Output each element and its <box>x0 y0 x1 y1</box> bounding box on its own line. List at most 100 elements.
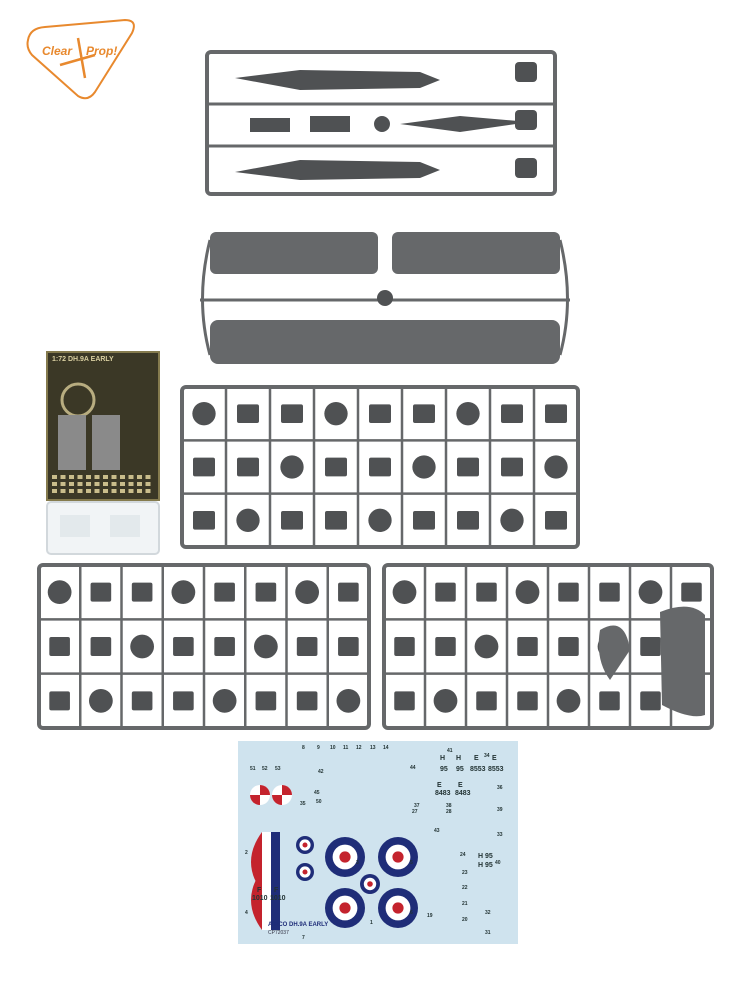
decal-number: 45 <box>314 790 320 796</box>
roundel-decal <box>302 842 308 848</box>
upper-wing-right <box>392 232 560 274</box>
fuselage-half <box>235 160 440 180</box>
sprue-c-part <box>237 404 259 423</box>
decal-number: 40 <box>495 860 501 866</box>
sprue-d-part <box>131 582 153 602</box>
sprue-c-part <box>325 457 347 477</box>
pe-small-part <box>145 489 151 493</box>
sprue-d-part <box>131 691 153 711</box>
sprue-e-part <box>638 580 663 605</box>
decal-number: 41 <box>447 748 453 754</box>
sprue-d-part <box>173 636 194 657</box>
sprue-c-part <box>325 511 347 530</box>
decal-number: 37 <box>414 803 420 809</box>
serial-decal: E <box>437 782 442 789</box>
sprue-e-part <box>394 691 415 711</box>
sprue-c-part <box>193 511 215 530</box>
sprue-d-part <box>214 582 235 602</box>
pe-small-part <box>120 489 125 493</box>
serial-decal: E <box>474 755 479 762</box>
sprue-c-part <box>236 508 260 532</box>
decal-number: 13 <box>370 745 376 751</box>
windscreen-part <box>110 515 140 537</box>
sprue-d-part <box>173 691 194 711</box>
pe-small-part <box>86 489 91 493</box>
fuselage-part <box>400 116 530 132</box>
pe-small-part <box>77 482 83 486</box>
serial-decal: F <box>274 887 279 894</box>
roundel-decal <box>392 902 404 914</box>
pe-small-part <box>69 489 74 493</box>
sprue-e-part <box>476 691 497 711</box>
decal-number: 24 <box>460 852 466 858</box>
serial-decal: H 95 <box>478 853 493 860</box>
decal-number: 44 <box>410 765 416 771</box>
serial-decal: E <box>492 755 497 762</box>
checker-decal <box>282 785 292 795</box>
roundel-decal <box>339 851 351 863</box>
sprue-e-part <box>681 582 702 602</box>
sprue-c-frame <box>180 385 580 549</box>
pe-small-part <box>145 475 151 479</box>
pe-small-part <box>60 482 66 486</box>
decal-number: 34 <box>484 753 490 759</box>
sprue-d-part <box>212 688 237 713</box>
pe-small-part <box>60 475 66 479</box>
decal-number: 12 <box>356 745 362 751</box>
fuselage-part <box>250 118 290 132</box>
decal-number: 10 <box>330 745 336 751</box>
decal-number: 4 <box>245 910 248 916</box>
sprue-d-part <box>338 636 359 657</box>
sprue-d-part <box>296 636 318 657</box>
sprue-e-part <box>599 691 620 711</box>
decal-number: 7 <box>302 935 305 941</box>
pe-small-part <box>137 475 142 479</box>
pe-small-part <box>77 475 83 479</box>
checker-decal <box>260 785 270 795</box>
decal-number: 50 <box>316 799 322 805</box>
pe-small-part <box>94 489 100 493</box>
logo-propeller <box>76 37 87 79</box>
serial-decal: H 95 <box>478 862 493 869</box>
sprue-d-part <box>255 582 277 602</box>
sprue-c-part <box>369 404 391 423</box>
sprue-c-part <box>500 508 524 532</box>
sprue-d-part <box>296 691 318 711</box>
sprue-e-part <box>392 580 417 605</box>
decal-number: 23 <box>462 870 468 876</box>
decal-number: 14 <box>383 745 389 751</box>
sprue-e-part <box>515 580 540 605</box>
sprue-d-part <box>88 688 113 713</box>
wing-sprue-runner <box>201 239 212 356</box>
decal-number: 43 <box>434 828 440 834</box>
sprue-c-part <box>457 511 479 530</box>
sprue-e-part <box>517 636 538 657</box>
sprue-e-part <box>435 636 456 657</box>
fuselage-part <box>310 116 350 132</box>
fuselage-half <box>235 70 440 90</box>
decal-number: 6 <box>410 910 413 916</box>
sprue-c-part <box>544 455 568 479</box>
pe-small-part <box>52 475 57 479</box>
decal-number: 36 <box>497 785 503 791</box>
rudder-stripe-decal <box>262 870 271 930</box>
wing-sprue-runner <box>558 239 569 356</box>
logo-text-right: Prop! <box>86 44 118 58</box>
sprue-c-part <box>457 457 479 477</box>
sprue-d-part <box>90 636 112 657</box>
pe-small-part <box>128 482 134 486</box>
decal-number: 11 <box>343 745 349 751</box>
decal-number: 35 <box>300 801 306 807</box>
decal-number: 2 <box>245 850 248 856</box>
upper-wing-left <box>210 232 378 274</box>
pe-small-part <box>120 475 125 479</box>
pe-small-part <box>103 475 108 479</box>
sprue-e-part <box>476 582 497 602</box>
sprue-e-part <box>556 688 581 713</box>
pe-small-part <box>52 489 57 493</box>
pe-seat-panel <box>58 415 86 470</box>
roundel-decal <box>367 881 373 887</box>
decal-number: 21 <box>462 901 468 907</box>
pe-small-part <box>128 475 134 479</box>
sprue-c-part <box>369 457 391 477</box>
